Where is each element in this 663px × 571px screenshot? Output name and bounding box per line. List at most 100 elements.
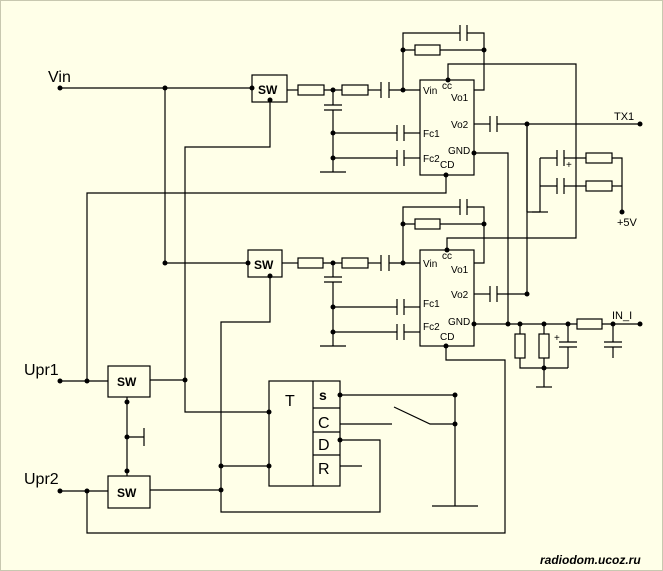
wire (220, 276, 381, 513)
label-tx1: TX1 (614, 111, 634, 123)
wire (402, 206, 460, 224)
label-upr2: Upr2 (24, 471, 59, 488)
junction (337, 437, 343, 443)
capacitor (396, 150, 405, 166)
switch-sw2 (247, 249, 283, 278)
junction (471, 150, 477, 156)
junction (517, 321, 523, 327)
ic-top-vin: Vin (423, 86, 437, 97)
junction (218, 463, 224, 469)
junction (565, 321, 571, 327)
junction (330, 155, 336, 161)
junction (84, 488, 90, 494)
wire (519, 358, 568, 369)
trigger-d-label: D (318, 437, 330, 454)
wire (184, 100, 271, 413)
resistor (514, 333, 526, 359)
capacitor (396, 299, 405, 315)
switch-label: SW (258, 83, 278, 97)
switch-sw4 (107, 475, 151, 509)
junction (330, 130, 336, 136)
resistor (297, 84, 325, 96)
wire (86, 346, 506, 534)
trigger-s-label: s (319, 387, 327, 403)
ic-top-vo2: Vo2 (451, 120, 469, 131)
ic-bottom-vin: Vin (423, 259, 437, 270)
ic-bottom-vo1: Vo1 (451, 265, 469, 276)
junction (245, 260, 251, 266)
wire (467, 32, 485, 50)
wire (497, 124, 528, 295)
terminal-upr2 (57, 488, 63, 494)
junction (266, 409, 272, 415)
resistors (297, 44, 613, 359)
resistor (585, 180, 613, 192)
ic-top-cc: cc (442, 81, 452, 92)
switch-label: SW (117, 375, 137, 389)
wire (612, 157, 623, 212)
switch-label: SW (117, 486, 137, 500)
terminal-5v (619, 209, 625, 215)
ic-bottom: cc Vin Vo1 Vo2 Fc1 GND Fc2 CD (419, 249, 475, 347)
resistor (538, 333, 550, 359)
wire (440, 223, 485, 264)
capacitor (489, 286, 498, 302)
capacitor (380, 255, 390, 271)
trigger: T s C D R (268, 380, 341, 487)
junction (471, 321, 477, 327)
junction (452, 392, 458, 398)
junction (162, 260, 168, 266)
switch-contact (393, 406, 455, 425)
wire (402, 49, 415, 90)
junction (400, 47, 406, 53)
switch-label: SW (254, 258, 274, 272)
trigger-body (268, 380, 341, 487)
trigger-c-label: C (318, 415, 330, 432)
ic-bottom-cd: CD (440, 332, 454, 343)
junction (124, 468, 130, 474)
junction (481, 221, 487, 227)
junction (330, 329, 336, 335)
ic-top-cd: CD (440, 160, 454, 171)
capacitor (396, 125, 405, 141)
ic-bottom-vo2: Vo2 (451, 290, 469, 301)
terminal-upr1 (57, 378, 63, 384)
ic-top-vo1: Vo1 (451, 93, 469, 104)
resistor (341, 257, 369, 269)
capacitor (556, 178, 565, 194)
labels: Vin Upr1 Upr2 TX1 IN_I +5V + + radiodom.… (24, 69, 641, 567)
junction (266, 463, 272, 469)
switch-sw3 (107, 365, 151, 398)
wire (86, 175, 447, 381)
ic-top-body (419, 79, 475, 176)
wire (474, 152, 509, 324)
resistor (341, 84, 369, 96)
junction (84, 378, 90, 384)
junction (124, 399, 130, 405)
junction (267, 273, 273, 279)
watermark: radiodom.ucoz.ru (540, 553, 641, 567)
capacitor (604, 341, 622, 348)
junction (443, 172, 449, 178)
plus-sign: + (566, 160, 572, 171)
junction (400, 87, 406, 93)
trigger-r-label: R (318, 461, 330, 478)
junction (249, 85, 255, 91)
junction (267, 97, 273, 103)
capacitors (324, 25, 622, 348)
ic-bottom-body (419, 249, 475, 347)
ic-top-fc2: Fc2 (423, 154, 440, 165)
ic-top: cc Vin Vo1 Vo2 Fc1 GND Fc2 CD (419, 79, 475, 176)
label-plus5v: +5V (617, 217, 638, 229)
junction (541, 321, 547, 327)
junction (610, 321, 616, 327)
capacitor (489, 116, 498, 132)
wire (340, 394, 456, 506)
wire (402, 32, 460, 50)
capacitor (559, 341, 577, 348)
resistor (297, 257, 324, 269)
junction (182, 377, 188, 383)
capacitor (324, 104, 342, 111)
junction (218, 487, 224, 493)
